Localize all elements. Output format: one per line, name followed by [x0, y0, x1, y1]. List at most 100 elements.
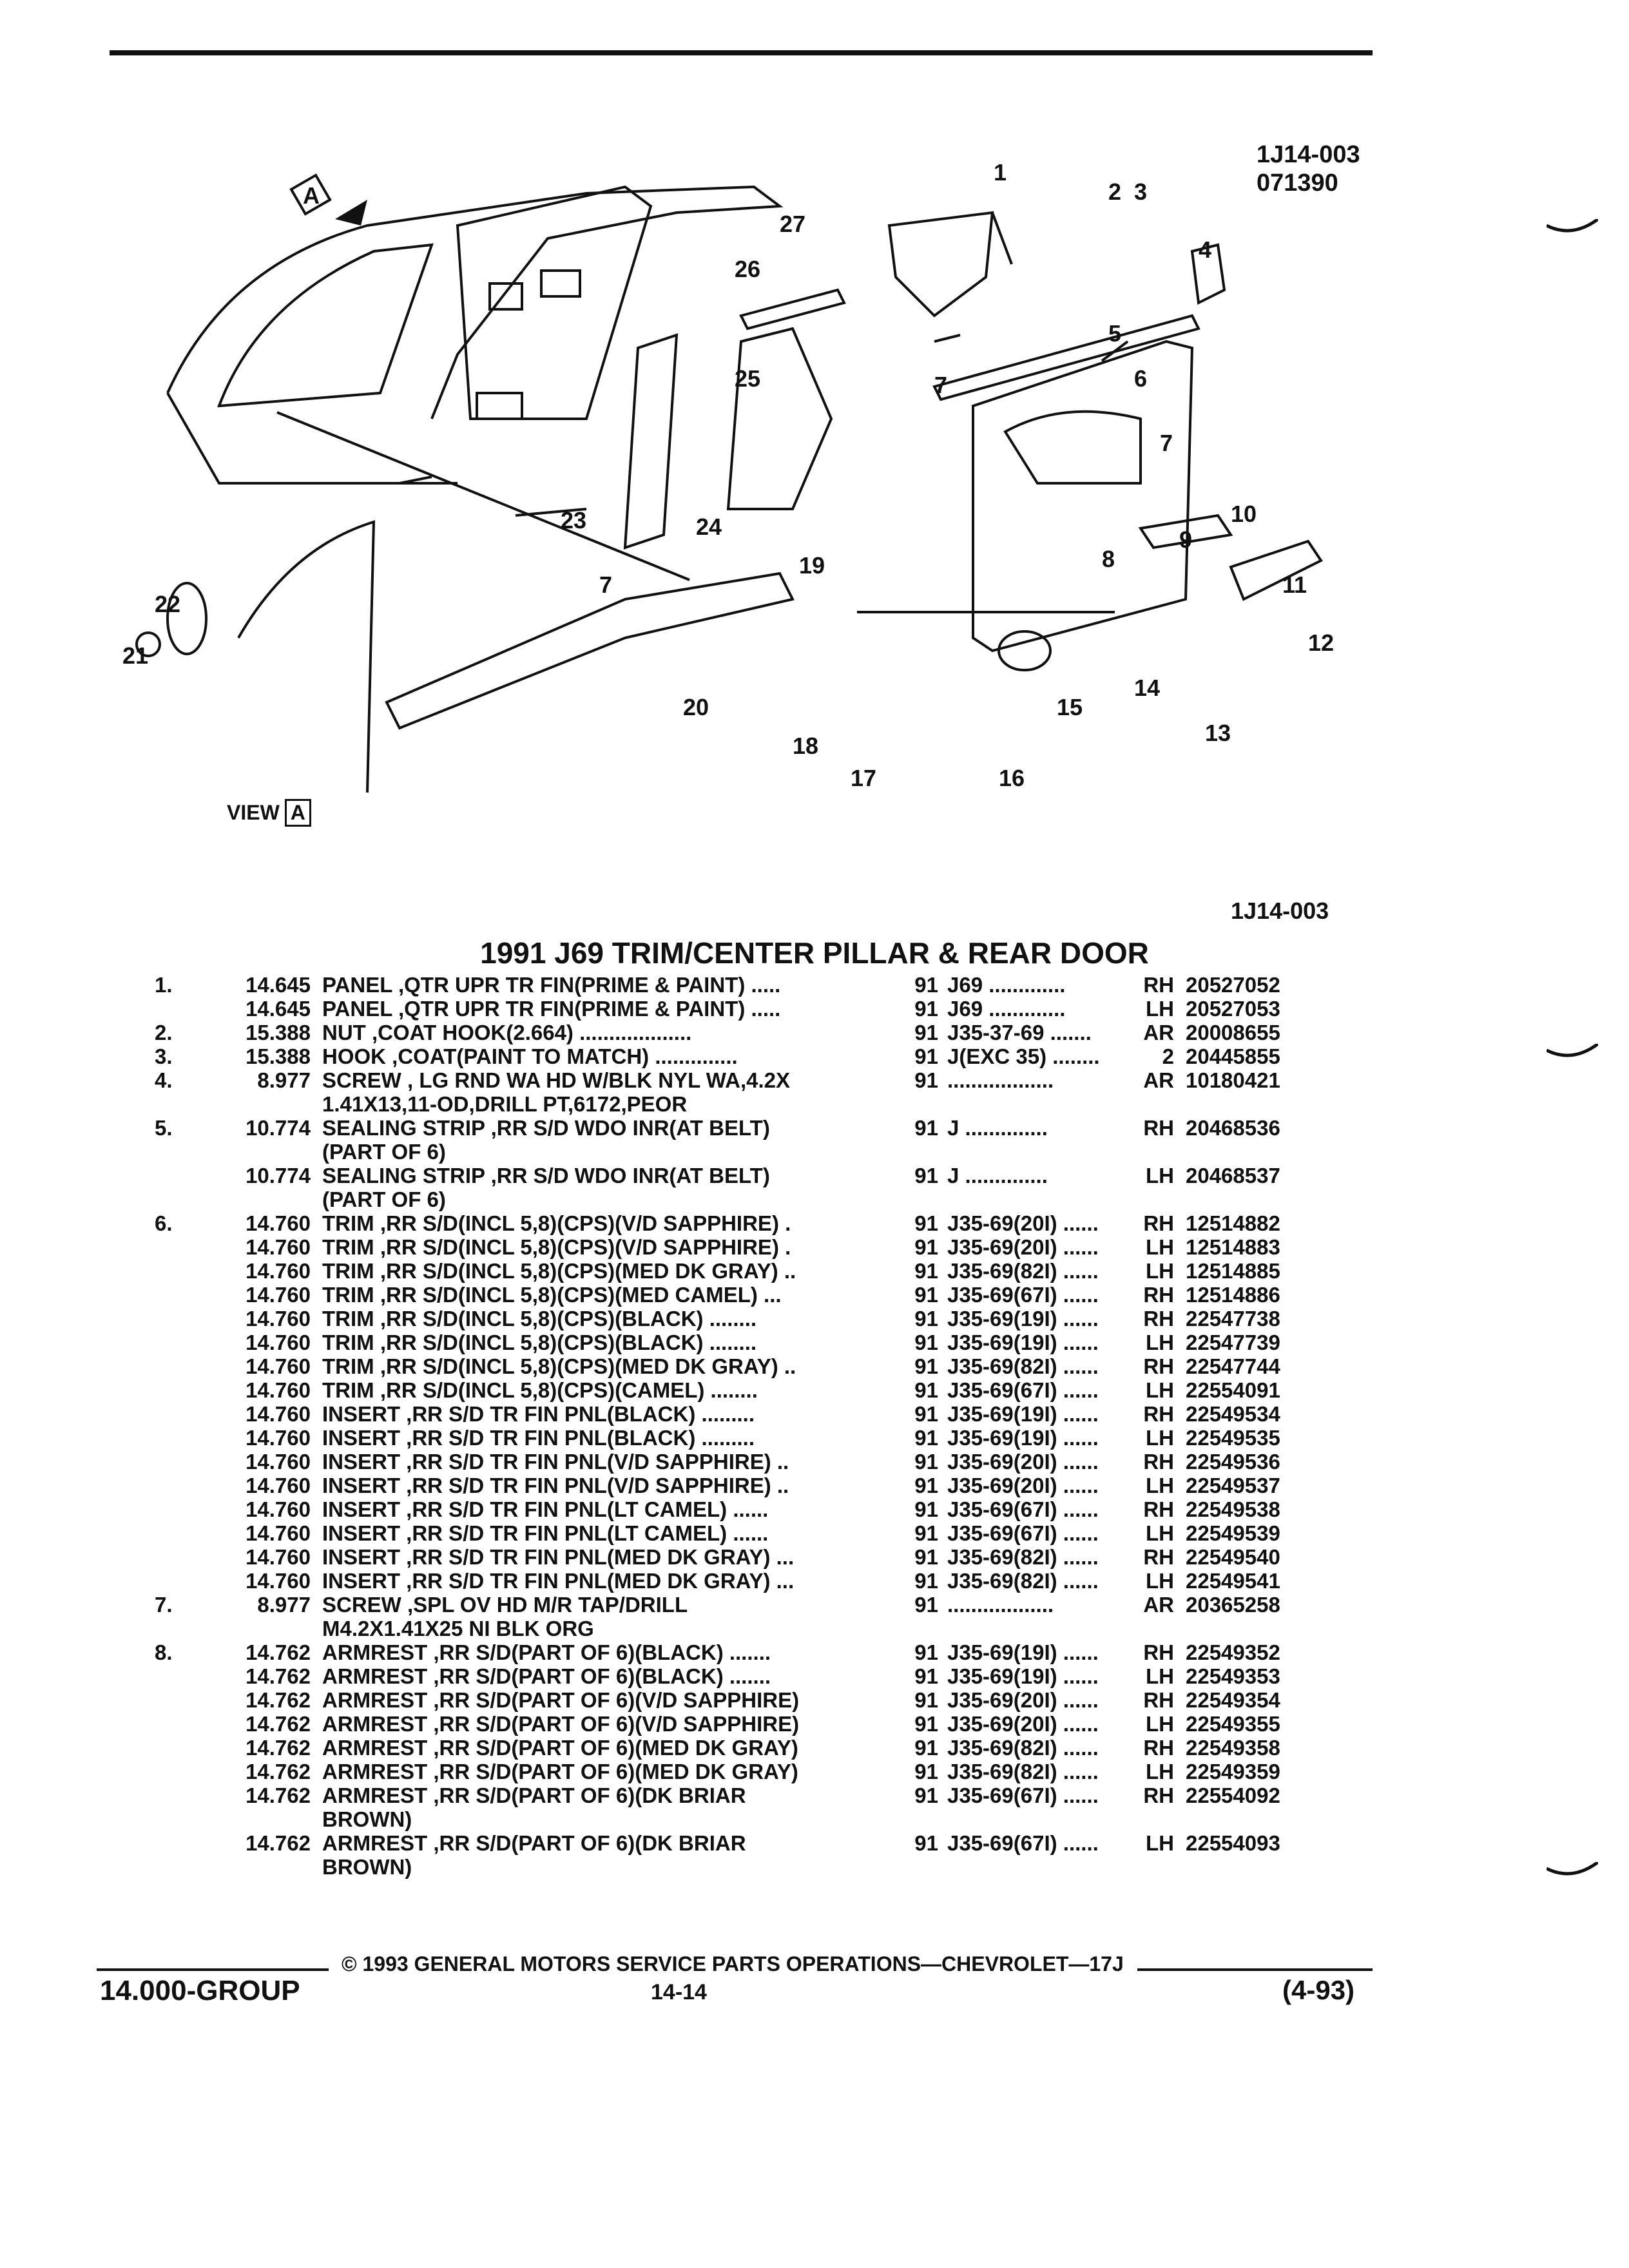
parts-part-number	[1186, 1855, 1360, 1879]
parts-year	[902, 1092, 947, 1116]
callout-23: 23	[561, 507, 586, 533]
parts-model	[947, 1617, 1102, 1640]
parts-item-number	[155, 1831, 226, 1855]
parts-description: (PART OF 6)	[322, 1187, 446, 1211]
parts-part-number: 20527053	[1186, 997, 1280, 1021]
parts-row: BROWN)	[155, 1807, 1379, 1831]
parts-part-number	[1186, 1617, 1360, 1640]
callout-20: 20	[683, 694, 709, 720]
parts-year: 91	[914, 1783, 938, 1807]
parts-group-number: 14.762	[246, 1712, 311, 1736]
parts-part-number: 12514882	[1186, 1211, 1280, 1235]
parts-item-number	[155, 1378, 226, 1402]
parts-side: LH	[1146, 1164, 1174, 1187]
parts-year: 91	[914, 1021, 938, 1044]
callout-9: 9	[1179, 526, 1192, 553]
parts-description: ARMREST ,RR S/D(PART OF 6)(DK BRIAR	[322, 1783, 746, 1807]
parts-model: J35-69(20I) ......	[947, 1211, 1099, 1235]
parts-row: (PART OF 6)	[155, 1140, 1379, 1164]
callout-24: 24	[696, 514, 722, 540]
parts-model	[947, 1855, 1102, 1879]
parts-side: RH	[1143, 1640, 1174, 1664]
callout-7b: 7	[1160, 430, 1173, 456]
parts-year	[902, 1855, 947, 1879]
body-lower-line	[166, 392, 458, 485]
callout-12: 12	[1308, 629, 1334, 656]
parts-description: ARMREST ,RR S/D(PART OF 6)(V/D SAPPHIRE)	[322, 1712, 800, 1736]
parts-model: J35-69(20I) ......	[947, 1235, 1099, 1259]
parts-description: TRIM ,RR S/D(INCL 5,8)(CPS)(BLACK) .....…	[322, 1331, 757, 1354]
parts-model	[947, 1187, 1102, 1211]
parts-part-number: 20008655	[1186, 1021, 1280, 1044]
parts-item-number	[155, 1736, 226, 1760]
parts-year: 91	[914, 1116, 938, 1140]
parts-model: J35-69(67I) ......	[947, 1831, 1099, 1855]
parts-model	[947, 1140, 1102, 1164]
parts-item-number: 3.	[155, 1044, 173, 1068]
parts-model: J35-69(67I) ......	[947, 1283, 1099, 1307]
parts-model	[947, 1092, 1102, 1116]
parts-year: 91	[914, 1283, 938, 1307]
parts-description: PANEL ,QTR UPR TR FIN(PRIME & PAINT) ...…	[322, 973, 781, 997]
leader-7a	[934, 334, 961, 343]
parts-side: LH	[1146, 1378, 1174, 1402]
callout-22: 22	[155, 591, 180, 617]
parts-model: J35-69(82I) ......	[947, 1545, 1099, 1569]
parts-description: SEALING STRIP ,RR S/D WDO INR(AT BELT)	[322, 1164, 770, 1187]
callout-19: 19	[799, 552, 825, 579]
parts-group-number: 10.774	[246, 1116, 311, 1140]
parts-model: J69 .............	[947, 973, 1066, 997]
view-marker-box	[289, 173, 332, 216]
part-11-bezel	[1229, 539, 1323, 601]
parts-row: (PART OF 6)	[155, 1187, 1379, 1211]
parts-description: TRIM ,RR S/D(INCL 5,8)(CPS)(MED DK GRAY)…	[322, 1259, 796, 1283]
parts-group-number: 8.977	[257, 1593, 311, 1617]
parts-part-number	[1186, 1807, 1360, 1831]
leader-23	[399, 476, 432, 485]
leader-pillar	[276, 411, 690, 581]
parts-row: 14.760 TRIM ,RR S/D(INCL 5,8)(CPS)(BLACK)…	[155, 1331, 1379, 1354]
callout-27: 27	[780, 211, 805, 237]
parts-group-number: 14.760	[246, 1497, 311, 1521]
footer-rule-left	[97, 1968, 329, 1971]
parts-description: TRIM ,RR S/D(INCL 5,8)(CPS)(MED DK GRAY)…	[322, 1354, 796, 1378]
callout-16: 16	[999, 765, 1025, 791]
parts-year: 91	[914, 1354, 938, 1378]
parts-year: 91	[914, 997, 938, 1021]
parts-part-number: 20468537	[1186, 1164, 1280, 1187]
parts-year: 91	[914, 1235, 938, 1259]
parts-description: SEALING STRIP ,RR S/D WDO INR(AT BELT)	[322, 1116, 770, 1140]
view-a-pillar	[237, 520, 376, 793]
parts-part-number: 22549538	[1186, 1497, 1280, 1521]
parts-side	[1102, 1855, 1186, 1879]
parts-group-number: 14.760	[246, 1331, 311, 1354]
parts-model: J(EXC 35) ........	[947, 1044, 1100, 1068]
parts-model: J35-69(20I) ......	[947, 1450, 1099, 1474]
callout-8: 8	[1102, 546, 1115, 572]
parts-item-number	[155, 1664, 226, 1688]
parts-year	[902, 1187, 947, 1211]
parts-year: 91	[914, 1068, 938, 1092]
parts-group-number: 10.774	[246, 1164, 311, 1187]
parts-side: AR	[1143, 1021, 1174, 1044]
parts-item-number	[155, 1426, 226, 1450]
parts-year: 91	[914, 1593, 938, 1617]
parts-year	[902, 1617, 947, 1640]
section-title: 1991 J69 TRIM/CENTER PILLAR & REAR DOOR	[480, 936, 1149, 970]
parts-row: M4.2X1.41X25 NI BLK ORG	[155, 1617, 1379, 1640]
parts-model: J35-69(82I) ......	[947, 1354, 1099, 1378]
view-marker-letter: A	[303, 182, 320, 209]
parts-description: HOOK ,COAT(PAINT TO MATCH) .............…	[322, 1044, 738, 1068]
parts-group-number: 14.762	[246, 1664, 311, 1688]
parts-year: 91	[914, 1640, 938, 1664]
parts-year: 91	[914, 1402, 938, 1426]
parts-description: ARMREST ,RR S/D(PART OF 6)(MED DK GRAY)	[322, 1760, 798, 1783]
parts-side: RH	[1143, 1688, 1174, 1712]
